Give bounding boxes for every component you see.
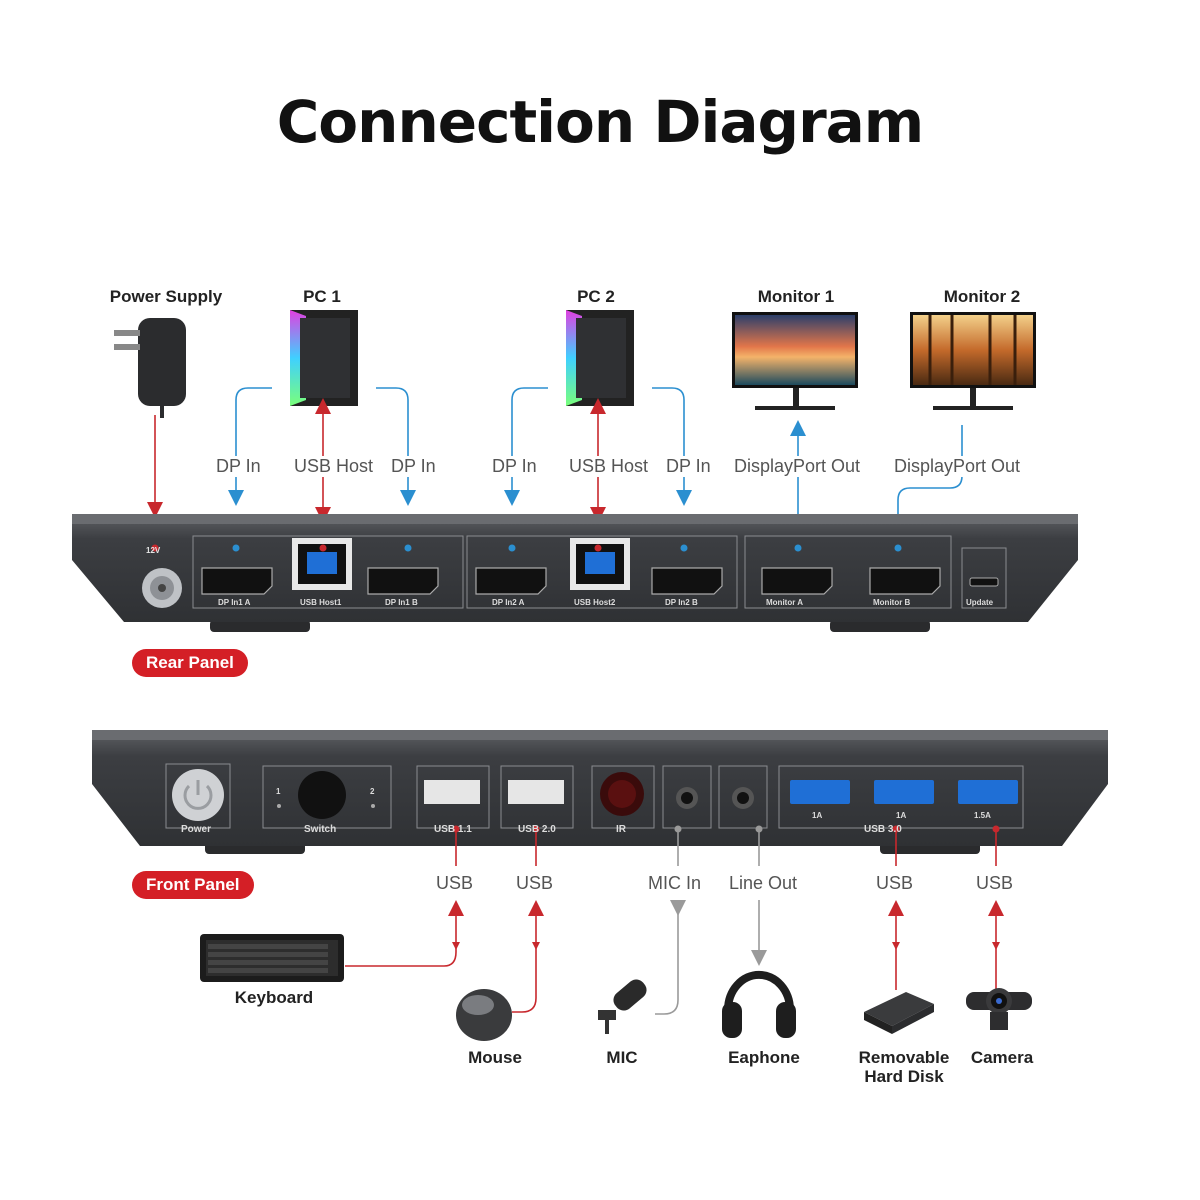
camera-label: Camera [970,1048,1034,1067]
port-label-usb-host2: USB Host2 [574,598,616,607]
mouse-usb-label: USB [514,873,556,894]
monitor1-icon [732,312,858,410]
port-label-usb-host1: USB Host1 [300,598,342,607]
hdd-usb-label: USB [874,873,916,894]
pc1-label: PC 1 [303,287,341,306]
camera-icon [966,988,1032,1030]
line-out-label: Line Out [727,873,800,894]
hdd-label-line2: Hard Disk [864,1067,944,1086]
pc2-dp-a-label: DP In [490,456,539,477]
pc2-dp-a-line [504,387,548,506]
keyboard-icon [200,934,344,982]
earphone-label: Eaphone [728,1048,800,1067]
dp-port-in2b [651,567,723,595]
port-label-monitor-a: Monitor A [766,598,804,607]
usb11-port-label: USB 1.1 [434,824,472,835]
monitor2-label: Monitor 2 [943,287,1021,306]
usb30-1a-label: 1A [812,811,823,820]
port-label-dp-in1a: DP In1 A [218,598,251,607]
usb20-port-label: USB 2.0 [518,824,556,835]
power-supply-label: Power Supply [109,287,223,306]
rear-panel-tag: Rear Panel [132,649,248,677]
usb30-15a-label: 1.5A [974,811,991,820]
switch-label: Switch [304,824,337,835]
mic-label: MIC [606,1048,638,1067]
diagram-title: Connection Diagram [276,88,925,156]
pc1-dp-b-line [376,387,416,506]
pc1-usb-label: USB Host [292,456,376,477]
cam-usb-label: USB [974,873,1016,894]
dp-port-in1a [201,567,273,595]
pc2-tower-icon [566,310,634,406]
dp-port-monitor-b [869,567,941,595]
dp-port-in2a [475,567,547,595]
pc1-dp-b-label: DP In [389,456,438,477]
earphone-icon [722,970,796,1038]
mic-icon [598,979,647,1034]
rear-panel-body [72,514,1078,632]
keyboard-label: Keyboard [234,988,314,1007]
port-label-dp-in1b: DP In1 B [385,598,418,607]
mic-line [655,900,686,1015]
pc2-label: PC 2 [577,287,615,306]
monitor1-label: Monitor 1 [757,287,835,306]
pc1-dp-a-line [228,387,272,506]
hdd-label-line1: Removable [858,1048,950,1067]
mouse-icon [456,989,512,1041]
usb30-group-label: USB 3.0 [864,824,902,835]
switch-1-label: 1 [276,787,281,796]
power-button-label: Power [181,824,212,835]
pc1-dp-a-label: DP In [214,456,263,477]
dp-port-in1b [367,567,439,595]
dp-port-monitor-a [761,567,833,595]
mouse-line [512,900,544,1013]
front-panel-tag: Front Panel [132,871,254,899]
port-label-monitor-b: Monitor B [873,598,911,607]
monitor2-icon [910,312,1036,410]
usb30-1a-2-label: 1A [896,811,907,820]
pc1-tower-icon [290,310,358,406]
monitor2-line [890,425,963,553]
front-panel-body [92,730,1108,854]
mic-in-label: MIC In [646,873,704,894]
port-label-dp-in2b: DP In2 B [665,598,698,607]
kbd-usb-label: USB [434,873,476,894]
ir-label: IR [616,824,626,835]
pc2-usb-label: USB Host [567,456,651,477]
port-label-dp-in2a: DP In2 A [492,598,525,607]
kbd-line [345,900,464,967]
pc2-dp-b-label: DP In [664,456,713,477]
mouse-label: Mouse [468,1048,522,1067]
pc2-dp-b-line [652,387,692,506]
monitor1-out-label: DisplayPort Out [732,456,863,477]
front-port-dots [452,825,1000,833]
monitor2-out-label: DisplayPort Out [892,456,1023,477]
hard-disk-icon [864,992,934,1034]
switch-2-label: 2 [370,787,375,796]
voltage-label: 12V [146,546,161,555]
power-adapter-icon [114,318,186,418]
port-label-update: Update [966,598,994,607]
rear-port-dots [151,544,902,552]
